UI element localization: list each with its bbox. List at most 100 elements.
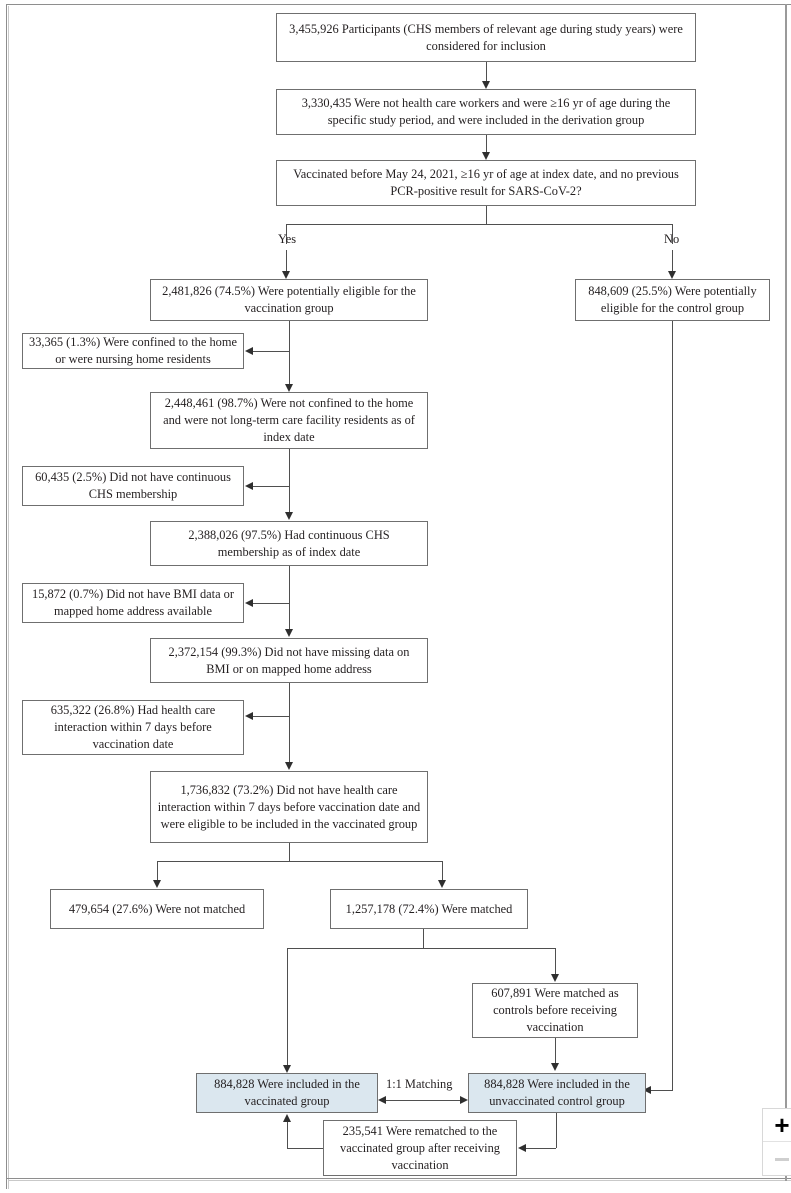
connector-match-stem bbox=[289, 843, 290, 861]
connector-matched-stem bbox=[423, 929, 424, 948]
node-excl-membership: 60,435 (2.5%) Did not have continuous CH… bbox=[22, 466, 244, 506]
arrowhead-unvaccinated-group bbox=[643, 1085, 651, 1094]
node-excl-confined: 33,365 (1.3%) Were confined to the home … bbox=[22, 333, 244, 369]
node-decision-text: Vaccinated before May 24, 2021, ≥16 yr o… bbox=[293, 167, 679, 198]
node-excl-membership-text: 60,435 (2.5%) Did not have continuous CH… bbox=[35, 470, 231, 501]
arrowhead-matching-left bbox=[378, 1095, 386, 1104]
connector-control-to-unvacc bbox=[650, 1090, 673, 1091]
branch-label-no: No bbox=[664, 232, 680, 246]
node-no-missing-text: 2,372,154 (99.3%) Did not have missing d… bbox=[168, 644, 410, 676]
node-decision: Vaccinated before May 24, 2021, ≥16 yr o… bbox=[276, 160, 696, 206]
arrowhead-rematched bbox=[518, 1143, 526, 1152]
node-excl-bmi-text: 15,872 (0.7%) Did not have BMI data or m… bbox=[32, 587, 234, 618]
connector-matched-right-down bbox=[555, 948, 556, 977]
connector-control-spine bbox=[672, 321, 673, 1090]
arrowhead-eligible-vacc bbox=[281, 271, 290, 279]
connector-match-bus bbox=[157, 861, 442, 862]
minus-icon bbox=[775, 1158, 789, 1161]
node-excl-interaction-text: 635,322 (26.8%) Had health care interact… bbox=[50, 703, 216, 751]
page-frame-bottom-inner bbox=[8, 1180, 791, 1181]
connector-considered-derivation bbox=[486, 62, 487, 84]
edge-label-matching: 1:1 Matching bbox=[383, 1077, 456, 1092]
node-matched: 1,257,178 (72.4%) Were matched bbox=[330, 889, 528, 929]
node-derivation-text: 3,330,435 Were not health care workers a… bbox=[301, 96, 671, 127]
connector-ctrl-to-rematched bbox=[556, 1113, 557, 1148]
zoom-control[interactable]: + bbox=[762, 1108, 791, 1176]
arrowhead-excl-confined bbox=[245, 346, 253, 355]
node-eligible-vaccination-text: 2,481,826 (74.5%) Were potentially eligi… bbox=[162, 284, 416, 315]
arrowhead-not-matched bbox=[152, 880, 161, 888]
connector-rematched-in bbox=[525, 1148, 556, 1149]
arrowhead-control-group bbox=[550, 1063, 559, 1071]
arrowhead-vaccinated-group bbox=[282, 1065, 291, 1073]
arrowhead-no-missing bbox=[284, 629, 293, 637]
connector-decision-stem bbox=[486, 206, 487, 224]
node-eligible-vaccinated-text: 1,736,832 (73.2%) Did not have health ca… bbox=[157, 782, 421, 831]
page-frame-left bbox=[6, 4, 7, 1189]
node-not-confined-text: 2,448,461 (98.7%) Were not confined to t… bbox=[163, 396, 415, 444]
zoom-in-button[interactable]: + bbox=[763, 1109, 791, 1142]
node-matched-controls: 607,891 Were matched as controls before … bbox=[472, 983, 638, 1038]
arrowhead-excl-membership bbox=[245, 481, 253, 490]
arrowhead-excl-bmi bbox=[245, 598, 253, 607]
arrowhead-not-confined bbox=[284, 384, 293, 392]
arrowhead-eligible-ctrl bbox=[667, 271, 676, 279]
node-vaccinated-group-text: 884,828 Were included in the vaccinated … bbox=[214, 1077, 360, 1108]
connector-controls-to-group bbox=[555, 1038, 556, 1066]
arrowhead-matching-right bbox=[460, 1095, 468, 1104]
connector-decision-bus bbox=[286, 224, 672, 225]
connector-spine-3 bbox=[289, 566, 290, 632]
node-vaccinated-group: 884,828 Were included in the vaccinated … bbox=[196, 1073, 378, 1113]
arrowhead-decision bbox=[481, 152, 490, 160]
connector-rematched-out bbox=[287, 1148, 323, 1149]
node-control-group-text: 884,828 Were included in the unvaccinate… bbox=[484, 1077, 630, 1108]
zoom-out-button[interactable] bbox=[763, 1143, 791, 1176]
node-excl-interaction: 635,322 (26.8%) Had health care interact… bbox=[22, 700, 244, 755]
node-not-confined: 2,448,461 (98.7%) Were not confined to t… bbox=[150, 392, 428, 449]
page-frame-top bbox=[6, 4, 791, 5]
node-no-missing: 2,372,154 (99.3%) Did not have missing d… bbox=[150, 638, 428, 683]
connector-matched-bus bbox=[287, 948, 555, 949]
node-rematched: 235,541 Were rematched to the vaccinated… bbox=[323, 1120, 517, 1176]
connector-rematched-up bbox=[287, 1122, 288, 1149]
connector-no-down bbox=[672, 250, 673, 274]
page-frame-right bbox=[785, 4, 787, 1181]
connector-matched-down bbox=[442, 861, 443, 883]
connector-spine-2 bbox=[289, 449, 290, 515]
node-had-membership-text: 2,388,026 (97.5%) Had continuous CHS mem… bbox=[188, 527, 390, 559]
connector-spine-1 bbox=[289, 321, 290, 387]
arrowhead-matched-controls bbox=[550, 974, 559, 982]
node-eligible-control: 848,609 (25.5%) Were potentially eligibl… bbox=[575, 279, 770, 321]
node-excl-confined-text: 33,365 (1.3%) Were confined to the home … bbox=[29, 335, 237, 366]
node-control-group: 884,828 Were included in the unvaccinate… bbox=[468, 1073, 646, 1113]
arrowhead-excl-interaction bbox=[245, 711, 253, 720]
branch-label-yes: Yes bbox=[278, 232, 297, 246]
node-matched-text: 1,257,178 (72.4%) Were matched bbox=[345, 901, 513, 916]
connector-decision-no bbox=[672, 224, 673, 244]
node-not-matched-text: 479,654 (27.6%) Were not matched bbox=[68, 901, 246, 916]
page-frame-bottom bbox=[6, 1178, 791, 1179]
arrowhead-matched bbox=[437, 880, 446, 888]
connector-derivation-decision bbox=[486, 135, 487, 155]
connector-decision-yes bbox=[286, 224, 287, 244]
connector-matching-line bbox=[384, 1100, 462, 1101]
arrowhead-rematched-to-vaccinated bbox=[282, 1114, 291, 1122]
connector-not-matched-down bbox=[157, 861, 158, 883]
node-considered: 3,455,926 Participants (CHS members of r… bbox=[276, 13, 696, 62]
arrowhead-derivation bbox=[481, 81, 490, 89]
connector-excl-membership bbox=[252, 486, 289, 487]
node-eligible-vaccination: 2,481,826 (74.5%) Were potentially eligi… bbox=[150, 279, 428, 321]
arrowhead-had-membership bbox=[284, 512, 293, 520]
node-matched-controls-text: 607,891 Were matched as controls before … bbox=[491, 986, 619, 1034]
node-eligible-vaccinated: 1,736,832 (73.2%) Did not have health ca… bbox=[150, 771, 428, 843]
node-derivation: 3,330,435 Were not health care workers a… bbox=[276, 89, 696, 135]
connector-spine-4 bbox=[289, 683, 290, 765]
node-had-membership: 2,388,026 (97.5%) Had continuous CHS mem… bbox=[150, 521, 428, 566]
connector-yes-down bbox=[286, 250, 287, 274]
connector-excl-bmi bbox=[252, 603, 289, 604]
connector-excl-confined bbox=[252, 351, 289, 352]
node-rematched-text: 235,541 Were rematched to the vaccinated… bbox=[340, 1123, 500, 1172]
node-not-matched: 479,654 (27.6%) Were not matched bbox=[50, 889, 264, 929]
